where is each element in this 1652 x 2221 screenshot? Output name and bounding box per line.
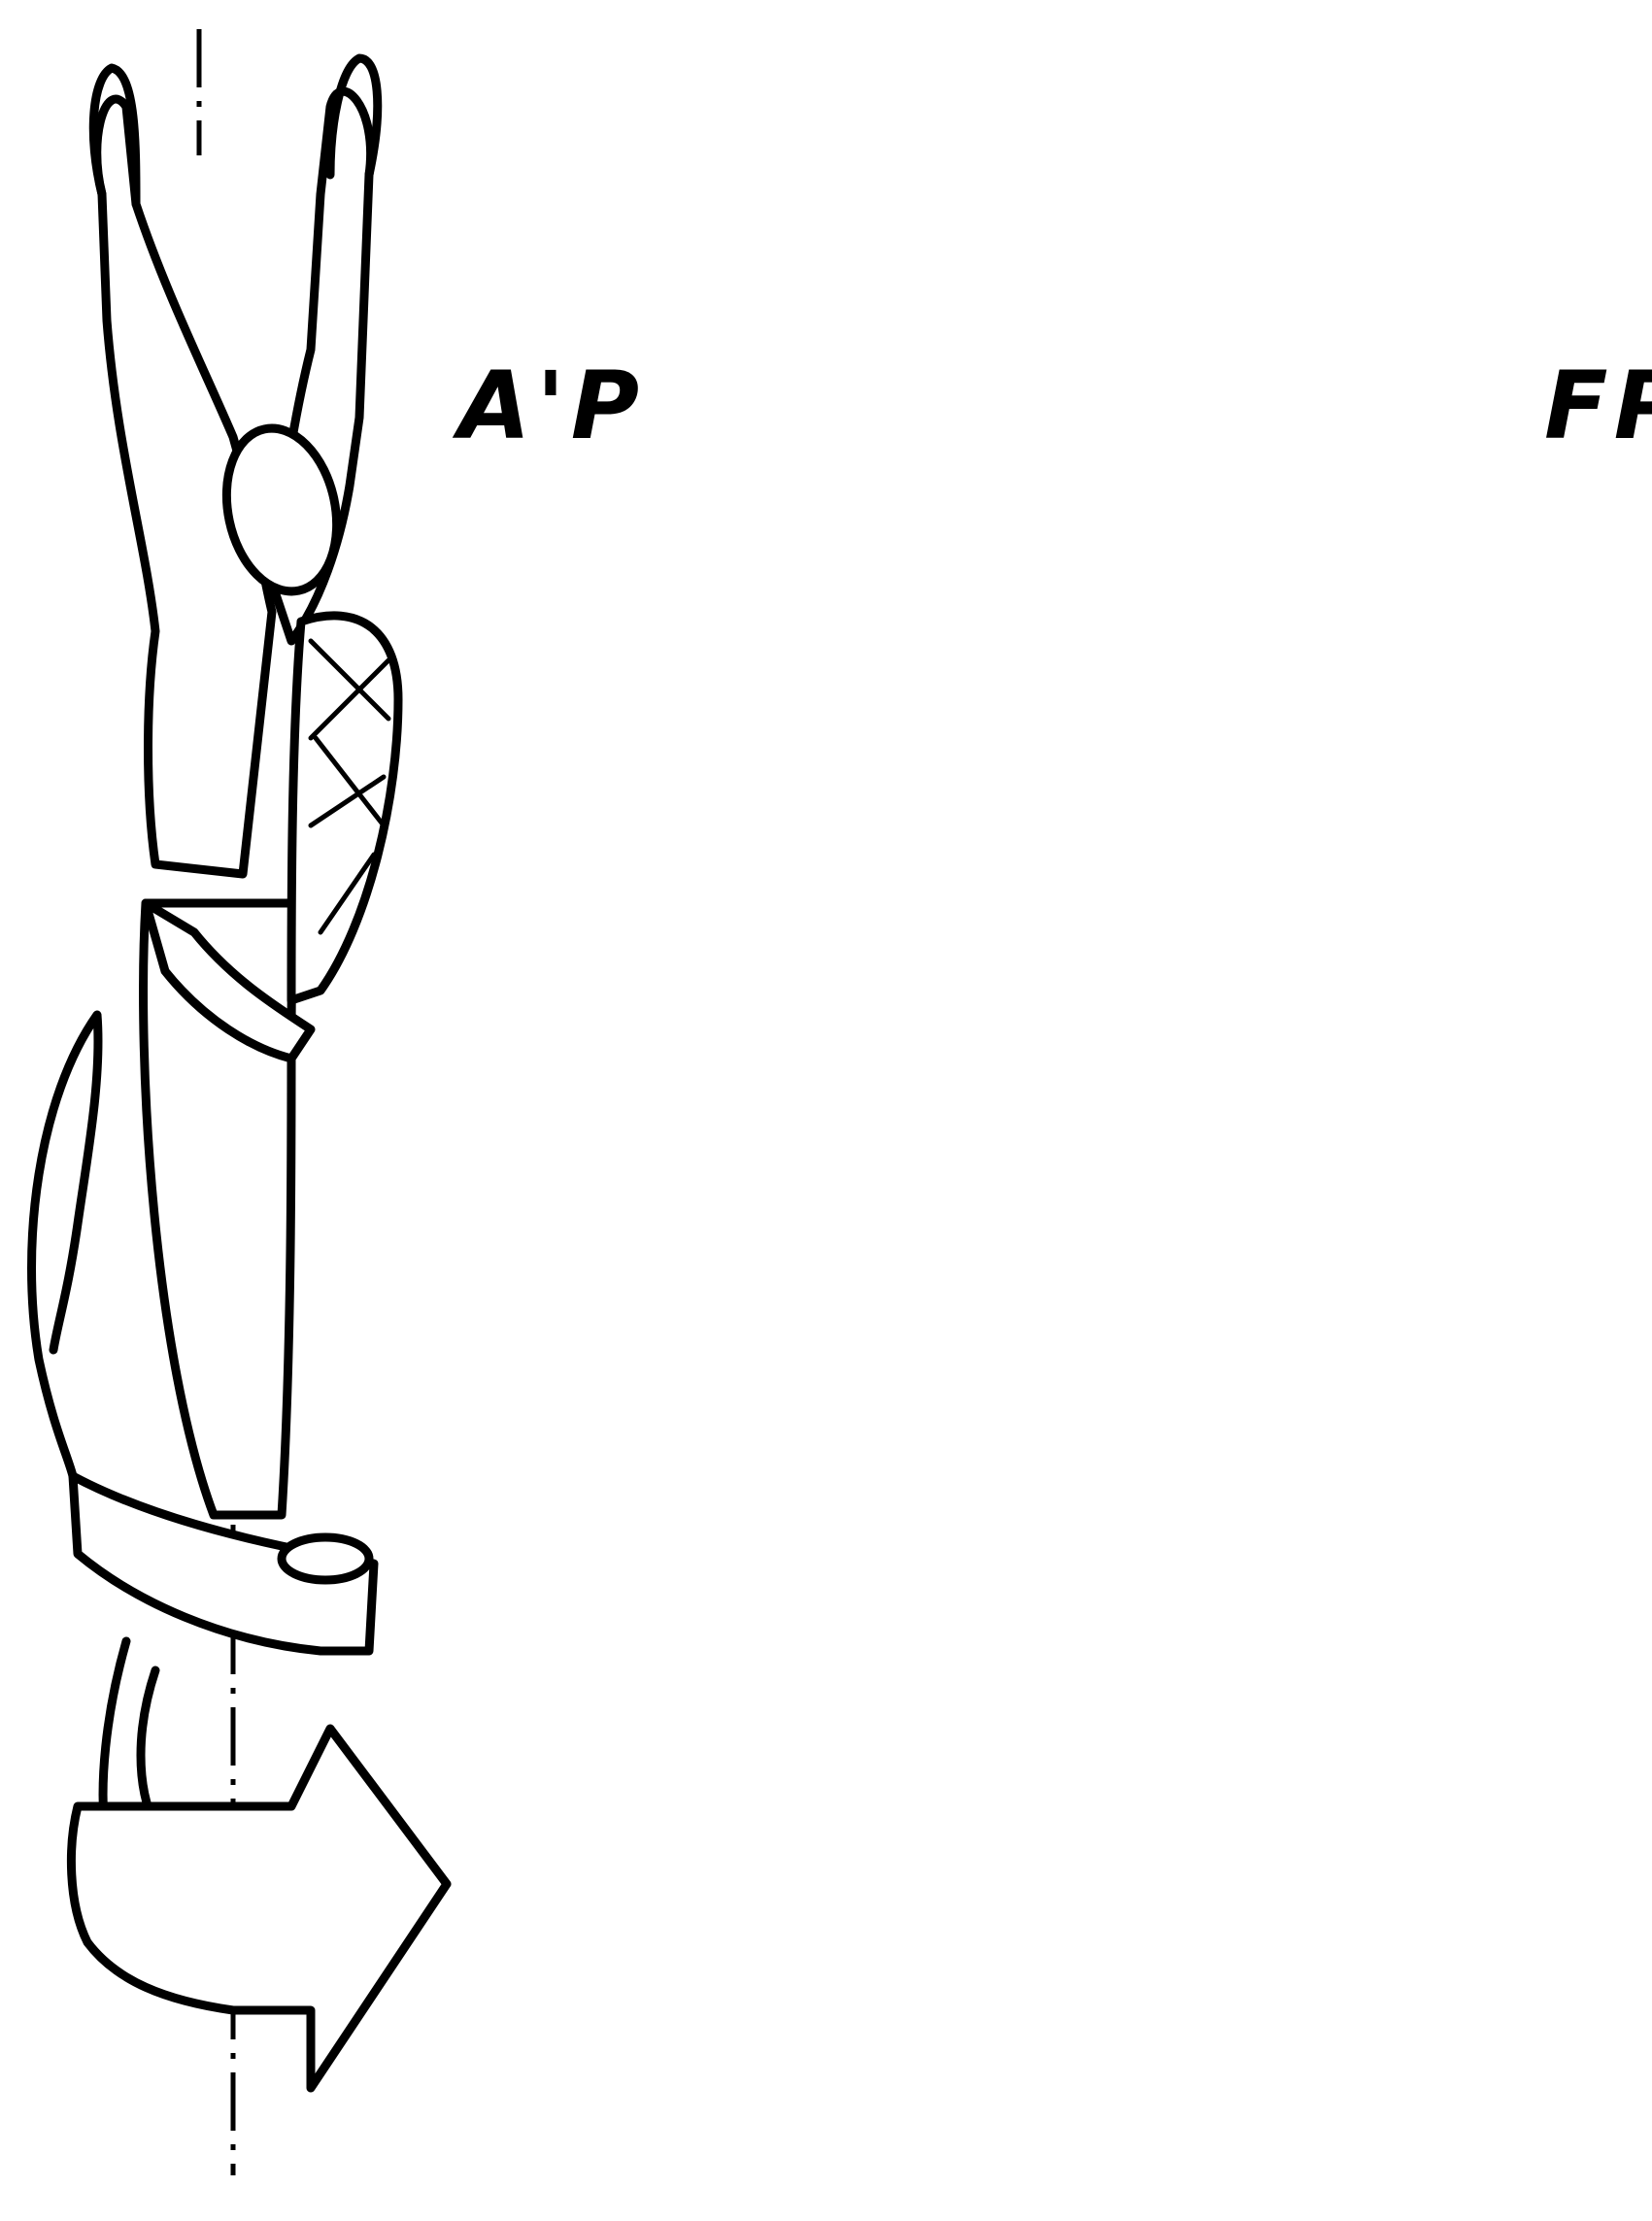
left-figure [32, 29, 448, 2175]
left-rotation-band-back [32, 1015, 98, 1476]
left-ribbon-ring-cap [282, 1537, 369, 1580]
left-view-label: A'P [458, 359, 645, 453]
left-arrow-head [71, 1729, 447, 2088]
right-view-label: FP [1544, 359, 1652, 453]
